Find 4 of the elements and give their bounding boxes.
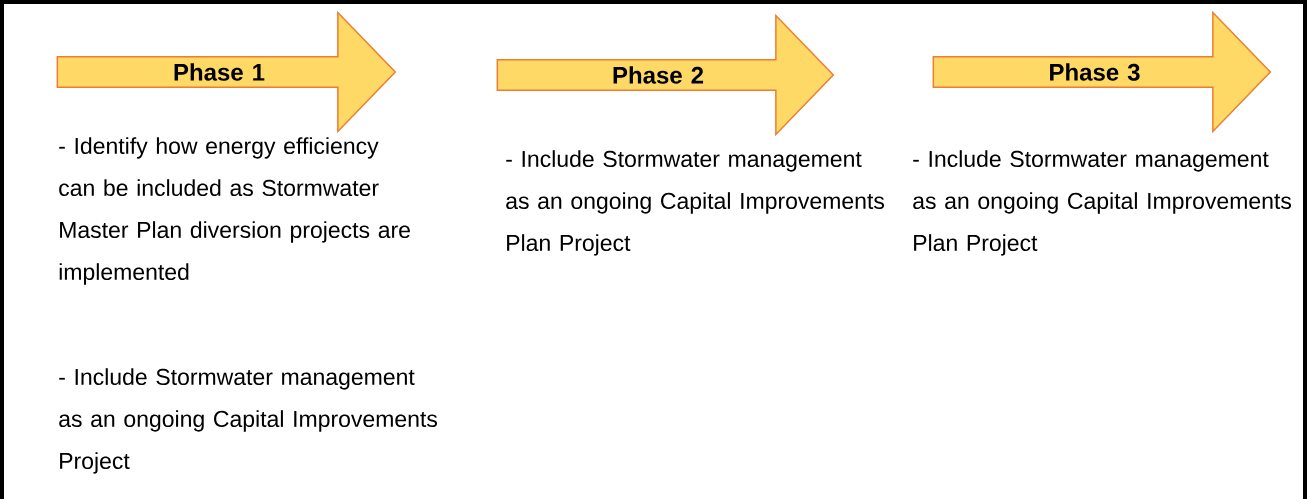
description-text: - Include Stormwater management as an ongoing Capital Improvements Plan Project [913, 150, 1291, 256]
description-text: - Identify how energy efficiency can be included as Stormwater Master Plan diversion projects are implemented [59, 137, 410, 285]
description-text: - Include Stormwater management as an ongoing Capital Improvements Project [59, 368, 437, 474]
description-text: - Include Stormwater management as an ongoing Capital Improvements Plan Project [506, 150, 884, 256]
